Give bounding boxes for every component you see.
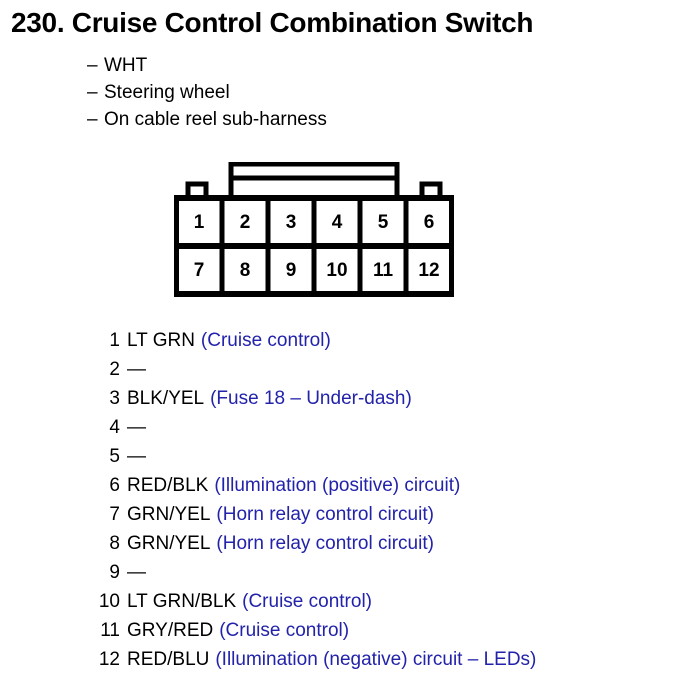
pin-description: (Illumination (positive) circuit): [214, 475, 461, 496]
pin-number: 6: [109, 475, 120, 496]
pin-row: 3 BLK/YEL(Fuse 18 – Under-dash): [0, 384, 694, 413]
pin-wire-color: GRN/YEL: [127, 504, 211, 525]
connector-pin-row-top: 1 2 3 4 5 6: [194, 212, 435, 233]
connector-diagram: 1 2 3 4 5 6 7 8 9 10 11 12: [174, 162, 454, 297]
connector-column-dividers: [219, 198, 409, 294]
connector-pin-label: 12: [418, 260, 439, 281]
pin-number: 5: [109, 446, 120, 467]
subtitle-text: On cable reel sub-harness: [104, 109, 327, 130]
pin-wire-color: RED/BLK: [127, 475, 209, 496]
connector-pin-label: 2: [240, 212, 251, 233]
pin-row: 12 RED/BLU(Illumination (negative) circui…: [0, 645, 694, 674]
pin-number: 1: [109, 330, 120, 351]
pin-description: [146, 359, 152, 380]
pin-number: 8: [109, 533, 120, 554]
pin-wire-color: —: [127, 446, 146, 467]
connector-pin-label: 6: [424, 212, 435, 233]
pin-row: 5—: [0, 442, 694, 471]
connector-svg: 1 2 3 4 5 6 7 8 9 10 11 12: [174, 162, 454, 297]
subtitle-line: –WHT: [87, 52, 327, 79]
subtitle-line: –On cable reel sub-harness: [87, 106, 327, 133]
subtitle-line: –Steering wheel: [87, 79, 327, 106]
pin-description: [146, 446, 152, 467]
pin-number: 10: [98, 591, 120, 612]
pin-number: 12: [98, 649, 120, 670]
connector-pin-label: 4: [332, 212, 343, 233]
pin-row: 1 LT GRN(Cruise control): [0, 326, 694, 355]
pin-wire-color: —: [127, 359, 146, 380]
connector-pin-label: 7: [194, 260, 205, 281]
pin-description: (Fuse 18 – Under-dash): [210, 388, 412, 409]
connector-pin-label: 1: [194, 212, 205, 233]
pin-number: 11: [100, 620, 120, 641]
pin-description: (Illumination (negative) circuit – LEDs): [215, 649, 537, 670]
connector-key-notches: [185, 181, 443, 198]
pin-description: (Cruise control): [200, 330, 331, 351]
pin-wire-color: LT GRN: [127, 330, 195, 351]
dash-bullet-icon: –: [87, 82, 98, 103]
pin-row: 10 LT GRN/BLK(Cruise control): [0, 587, 694, 616]
pin-wire-color: —: [127, 417, 146, 438]
pin-description: [146, 562, 152, 583]
connector-pin-label: 8: [240, 260, 251, 281]
connector-top-tab: [228, 162, 400, 201]
subtitle-text: WHT: [104, 55, 148, 76]
dash-bullet-icon: –: [87, 109, 98, 130]
pin-wire-color: RED/BLU: [127, 649, 210, 670]
pin-row: 6 RED/BLK(Illumination (positive) circuit…: [0, 471, 694, 500]
pin-row: 11 GRY/RED(Cruise control): [0, 616, 694, 645]
connector-pin-label: 5: [378, 212, 389, 233]
pin-description: (Horn relay control circuit): [216, 504, 434, 525]
pin-row: 4—: [0, 413, 694, 442]
pin-number: 4: [109, 417, 120, 438]
pin-number: 3: [109, 388, 120, 409]
connector-pin-label: 11: [373, 260, 394, 281]
pin-wire-color: BLK/YEL: [127, 388, 205, 409]
pin-description: (Cruise control): [219, 620, 350, 641]
connector-pin-row-bottom: 7 8 9 10 11 12: [194, 260, 440, 281]
pin-description: [146, 417, 152, 438]
pin-wire-color: LT GRN/BLK: [127, 591, 237, 612]
dash-bullet-icon: –: [87, 55, 98, 76]
pin-row: 8 GRN/YEL(Horn relay control circuit): [0, 529, 694, 558]
page-title: 230. Cruise Control Combination Switch: [11, 7, 534, 38]
pin-description: (Cruise control): [242, 591, 372, 612]
pin-row: 2—: [0, 355, 694, 384]
pin-description: (Horn relay control circuit): [216, 533, 434, 554]
pin-wire-color: —: [127, 562, 146, 583]
pin-wire-color: GRY/RED: [127, 620, 214, 641]
pin-number: 2: [109, 359, 120, 380]
subtitle-text: Steering wheel: [104, 82, 230, 103]
pin-number: 9: [109, 562, 120, 583]
pin-number: 7: [109, 504, 120, 525]
pin-row: 9—: [0, 558, 694, 587]
connector-pin-label: 3: [286, 212, 297, 233]
connector-pin-label: 10: [326, 260, 347, 281]
pin-row: 7 GRN/YEL(Horn relay control circuit): [0, 500, 694, 529]
pin-wire-color: GRN/YEL: [127, 533, 211, 554]
subtitle-list: –WHT –Steering wheel –On cable reel sub-…: [87, 52, 327, 133]
connector-pin-label: 9: [286, 260, 297, 281]
